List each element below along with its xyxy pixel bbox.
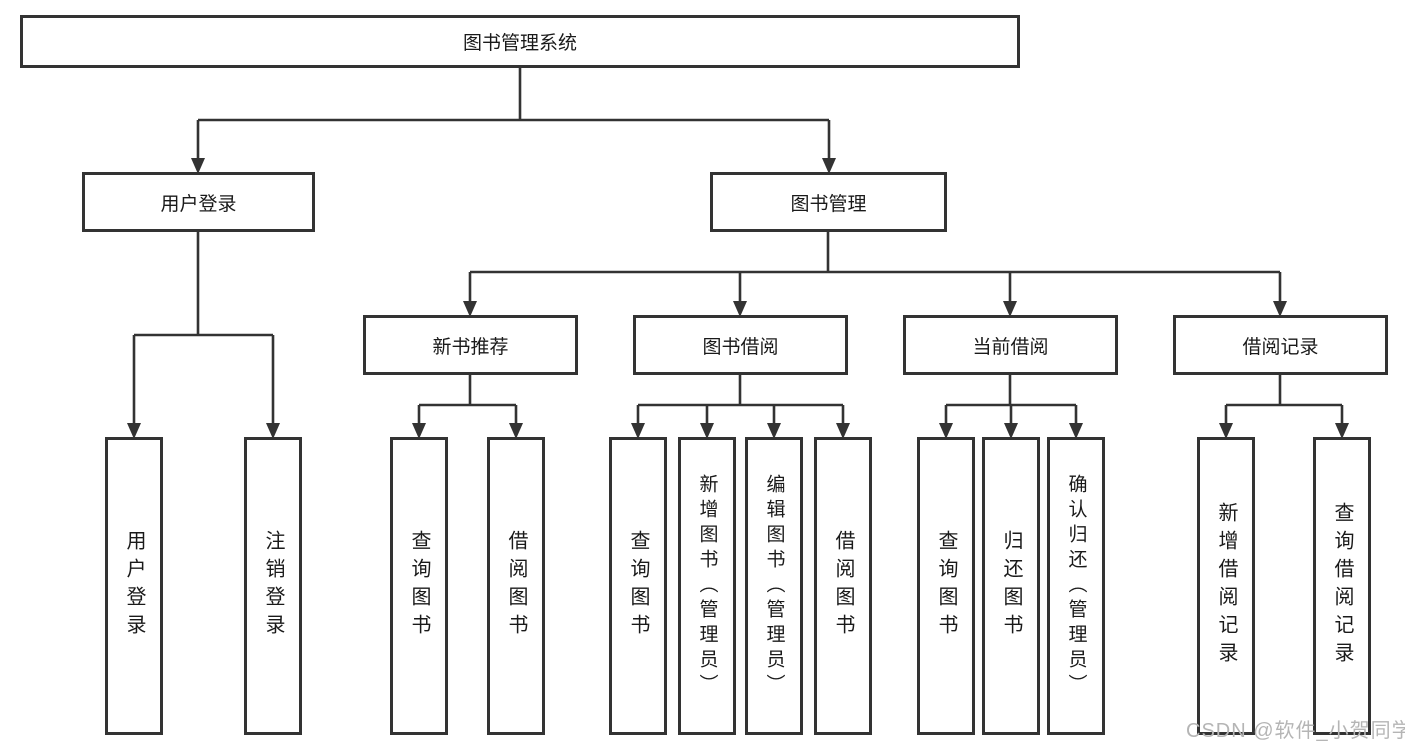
leaf-label: 查询图书 <box>408 530 430 642</box>
node-leaf-query-borrow-record: 查询借阅记录 <box>1313 437 1371 735</box>
node-leaf-borrow-books-1: 借阅图书 <box>487 437 545 735</box>
node-leaf-edit-book-admin: 编辑图书（管理员） <box>745 437 803 735</box>
leaf-label: 查询借阅记录 <box>1331 502 1353 670</box>
node-new-book-recommend: 新书推荐 <box>363 315 578 375</box>
node-leaf-add-book-admin: 新增图书（管理员） <box>678 437 736 735</box>
leaf-label: 借阅图书 <box>832 530 854 642</box>
node-root-system: 图书管理系统 <box>20 15 1020 68</box>
csdn-watermark: CSDN @软件_小贺同学 <box>1186 720 1405 742</box>
node-leaf-add-borrow-record: 新增借阅记录 <box>1197 437 1255 735</box>
leaf-label: 归还图书 <box>1000 530 1022 642</box>
leaf-label: 新增图书（管理员） <box>696 473 718 699</box>
node-leaf-query-books-3: 查询图书 <box>917 437 975 735</box>
leaf-label: 用户登录 <box>123 530 145 642</box>
node-book-borrowing: 图书借阅 <box>633 315 848 375</box>
leaf-label: 查询图书 <box>627 530 649 642</box>
node-leaf-logout: 注销登录 <box>244 437 302 735</box>
node-user-login: 用户登录 <box>82 172 315 232</box>
node-leaf-query-books-1: 查询图书 <box>390 437 448 735</box>
node-borrowing-records: 借阅记录 <box>1173 315 1388 375</box>
leaf-label: 借阅图书 <box>505 530 527 642</box>
leaf-label: 查询图书 <box>935 530 957 642</box>
node-leaf-borrow-books-2: 借阅图书 <box>814 437 872 735</box>
node-leaf-return-books: 归还图书 <box>982 437 1040 735</box>
node-leaf-confirm-return-admin: 确认归还（管理员） <box>1047 437 1105 735</box>
node-leaf-query-books-2: 查询图书 <box>609 437 667 735</box>
leaf-label: 确认归还（管理员） <box>1065 473 1087 699</box>
node-leaf-user-login: 用户登录 <box>105 437 163 735</box>
leaf-label: 注销登录 <box>262 530 284 642</box>
node-current-borrowing: 当前借阅 <box>903 315 1118 375</box>
node-book-management: 图书管理 <box>710 172 947 232</box>
leaf-label: 新增借阅记录 <box>1215 502 1237 670</box>
leaf-label: 编辑图书（管理员） <box>763 473 785 699</box>
